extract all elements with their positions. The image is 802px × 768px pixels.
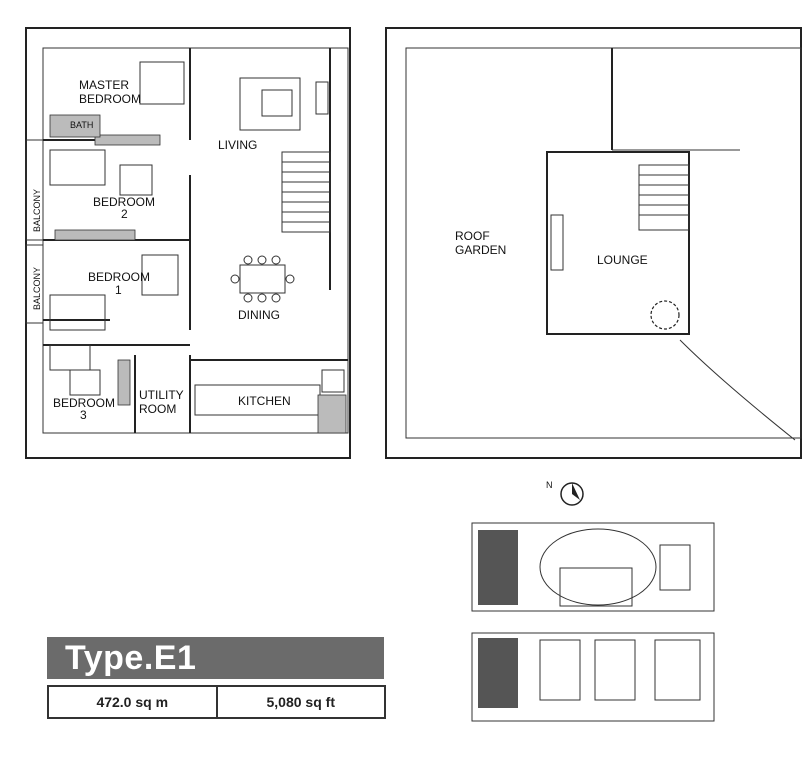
area-sq-ft: 5,080 sq ft xyxy=(215,687,385,717)
roof-garden-area xyxy=(405,47,802,439)
key-plan: N xyxy=(471,480,715,722)
lounge-cabinet xyxy=(550,214,564,271)
room-label-roof-1: ROOF xyxy=(455,229,490,243)
lounge-room xyxy=(546,151,690,335)
kitchen-shelf xyxy=(317,394,347,434)
room-label-utility-2: ROOM xyxy=(139,402,176,416)
kitchen-appliance xyxy=(321,369,345,393)
room-label-bedroom3: BEDROOM xyxy=(53,396,115,410)
room-label-bedroom2-num: 2 xyxy=(121,207,128,221)
tv-cabinet xyxy=(315,81,329,115)
area-sq-m: 472.0 sq m xyxy=(96,694,169,710)
key-plan-highlight-upper xyxy=(478,530,518,605)
key-plan-highlight-lower xyxy=(478,638,518,708)
bath-bedroom2 xyxy=(49,149,106,186)
room-label-bedroom1: BEDROOM xyxy=(88,270,150,284)
wardrobe-bedroom3 xyxy=(117,359,131,406)
bed-bedroom3 xyxy=(69,369,101,396)
key-plan-lower xyxy=(471,632,715,722)
bed-master xyxy=(139,61,185,105)
unit-type-banner: Type.E1 xyxy=(47,637,384,679)
lower-floor-plan: BALCONY BALCONY BATH xyxy=(25,27,351,459)
unit-type-title: Type.E1 xyxy=(65,639,197,677)
bath-label: BATH xyxy=(70,120,93,130)
room-label-roof-2: GARDEN xyxy=(455,243,506,257)
upper-staircase xyxy=(638,164,690,231)
planter xyxy=(650,300,680,330)
bath-master xyxy=(49,114,101,138)
upper-floor-plan: ROOF GARDEN LOUNGE xyxy=(385,27,802,459)
bed-bedroom2 xyxy=(119,164,153,196)
room-label-dining: DINING xyxy=(238,308,280,322)
bath-bedroom1 xyxy=(49,294,106,331)
bath-bedroom3 xyxy=(49,344,91,371)
room-label-utility-1: UTILITY xyxy=(139,388,184,402)
lower-floor-outline xyxy=(25,27,351,459)
coffee-table xyxy=(261,89,293,117)
room-label-kitchen: KITCHEN xyxy=(238,394,291,408)
area-box: 472.0 sq m 5,080 sq ft xyxy=(47,685,386,719)
balcony-bottom xyxy=(25,244,44,324)
bed-bedroom1 xyxy=(141,254,179,296)
dining-table xyxy=(239,264,286,294)
wardrobe-bedroom2 xyxy=(94,134,161,146)
room-label-master-1: MASTER xyxy=(79,78,129,92)
key-plan-upper xyxy=(471,522,715,612)
room-label-bedroom1-num: 1 xyxy=(115,283,122,297)
room-label-bedroom2: BEDROOM xyxy=(93,195,155,209)
room-label-master-2: BEDROOM xyxy=(79,92,141,106)
north-label: N xyxy=(546,480,553,490)
balcony-top xyxy=(25,139,44,241)
room-label-living: LIVING xyxy=(218,138,257,152)
balcony-top-label: BALCONY xyxy=(32,189,42,232)
room-label-bedroom3-num: 3 xyxy=(80,408,87,422)
garden-path-curve xyxy=(679,339,796,441)
balcony-bottom-label: BALCONY xyxy=(32,267,42,310)
room-label-lounge: LOUNGE xyxy=(597,253,648,267)
wardrobe-bedroom1 xyxy=(54,229,136,241)
